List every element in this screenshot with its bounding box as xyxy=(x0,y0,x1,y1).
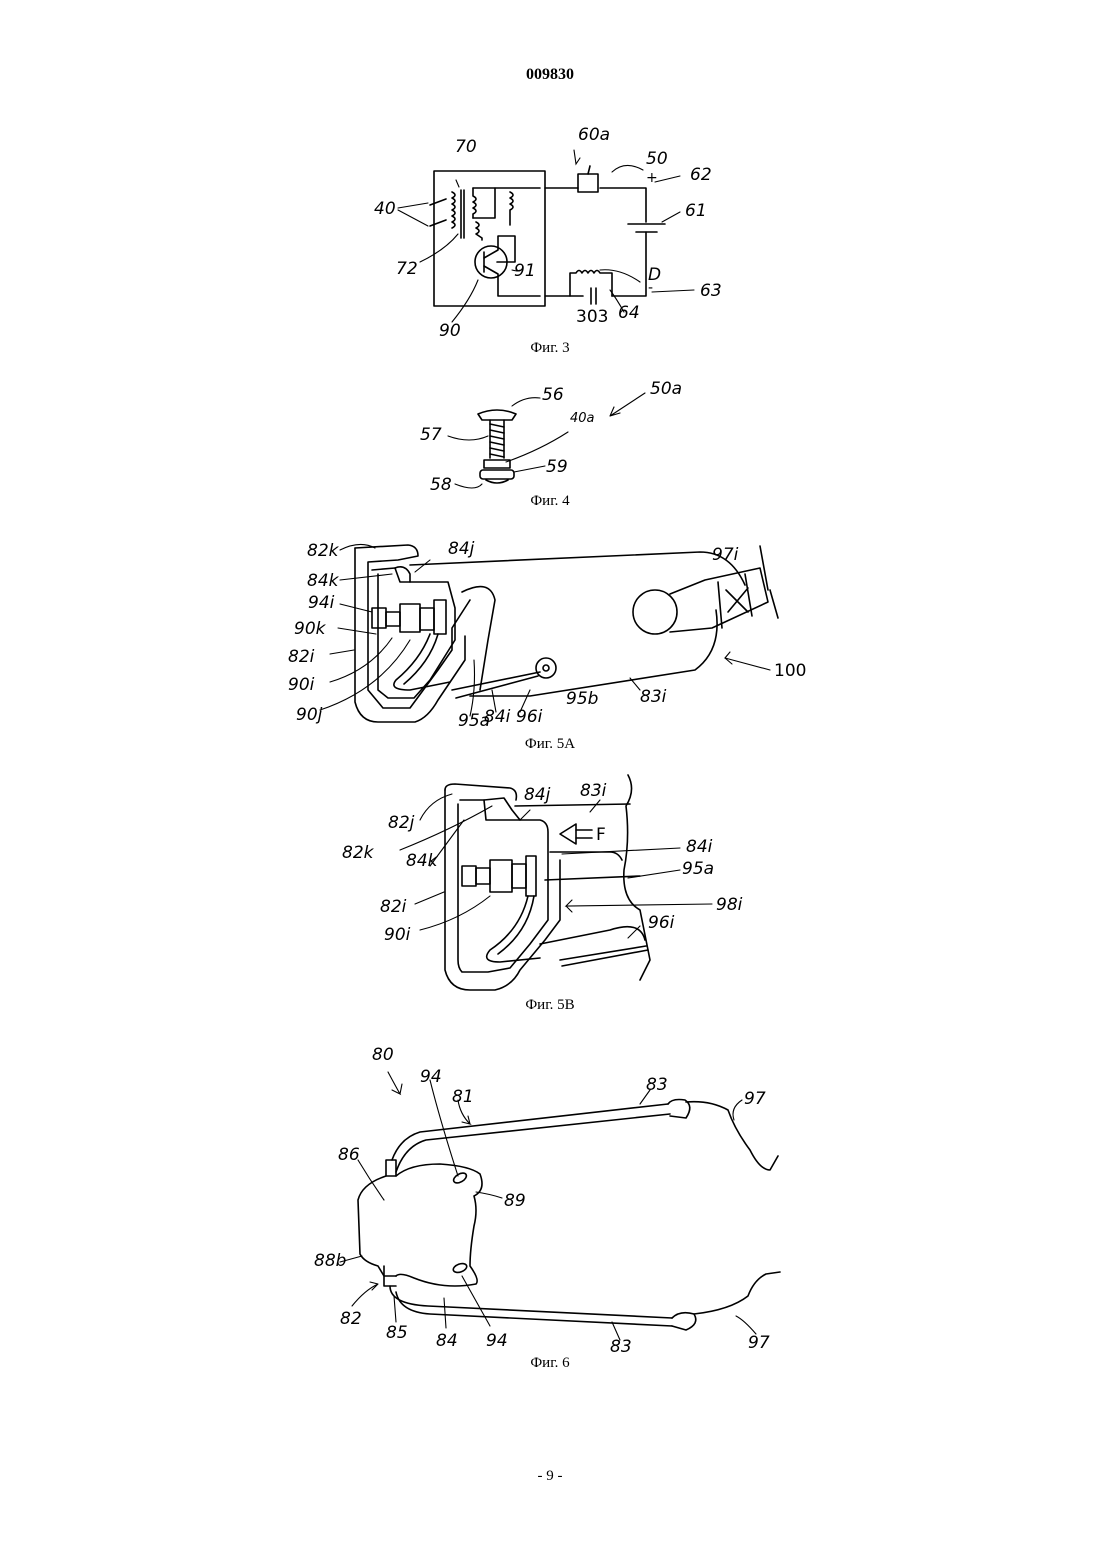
svg-text:97: 97 xyxy=(748,1333,770,1353)
figure-3-caption: Фиг. 3 xyxy=(0,340,1100,357)
svg-text:F: F xyxy=(596,825,606,845)
svg-text:97i: 97i xyxy=(712,545,739,565)
figure-5a-drawing: 82k 84j 84k 94i 90k 82i 90i 90j 95a 84i … xyxy=(0,530,1100,740)
svg-text:90: 90 xyxy=(439,321,461,341)
svg-text:56: 56 xyxy=(542,385,564,405)
svg-text:95a: 95a xyxy=(682,859,714,879)
figure-6-drawing: 80 94 81 83 97 86 89 88b 82 85 84 94 83 … xyxy=(0,1035,1100,1365)
figure-3-circuit-diagram: 70 40 72 90 91 60a 50 + 62 61 D - 63 64 … xyxy=(0,0,1100,345)
figure-5a-caption: Фиг. 5A xyxy=(0,736,1100,753)
svg-text:50a: 50a xyxy=(650,379,682,399)
svg-text:83: 83 xyxy=(646,1075,668,1095)
svg-text:82k: 82k xyxy=(307,541,340,561)
svg-text:303: 303 xyxy=(576,307,608,327)
svg-text:82i: 82i xyxy=(380,897,407,917)
svg-text:72: 72 xyxy=(396,259,418,279)
svg-text:89: 89 xyxy=(504,1191,526,1211)
svg-text:64: 64 xyxy=(618,303,640,323)
svg-text:57: 57 xyxy=(420,425,442,445)
svg-text:70: 70 xyxy=(455,137,477,157)
figure-5b-drawing: 82j 84j 83i F 82k 84k 84i 95a 82i 90i 98… xyxy=(0,770,1100,1000)
svg-text:90i: 90i xyxy=(384,925,411,945)
svg-text:94: 94 xyxy=(420,1067,442,1087)
svg-text:94: 94 xyxy=(486,1331,508,1351)
svg-text:94i: 94i xyxy=(308,593,335,613)
svg-text:88b: 88b xyxy=(314,1251,346,1271)
svg-text:40a: 40a xyxy=(570,411,595,426)
svg-text:82k: 82k xyxy=(342,843,375,863)
svg-text:40: 40 xyxy=(374,199,396,219)
svg-text:85: 85 xyxy=(386,1323,408,1343)
svg-text:90k: 90k xyxy=(294,619,327,639)
svg-text:96i: 96i xyxy=(516,707,543,727)
figure-5b-caption: Фиг. 5B xyxy=(0,997,1100,1014)
svg-text:84j: 84j xyxy=(448,539,475,559)
svg-text:83: 83 xyxy=(610,1337,632,1357)
svg-text:61: 61 xyxy=(685,201,707,221)
svg-text:82: 82 xyxy=(340,1309,362,1329)
svg-text:50: 50 xyxy=(646,149,668,169)
svg-text:90i: 90i xyxy=(288,675,315,695)
svg-text:81: 81 xyxy=(452,1087,474,1107)
figure-4-caption: Фиг. 4 xyxy=(0,493,1100,510)
svg-text:100: 100 xyxy=(774,661,806,681)
svg-text:84i: 84i xyxy=(686,837,713,857)
svg-text:63: 63 xyxy=(700,281,722,301)
svg-text:98i: 98i xyxy=(716,895,743,915)
svg-text:96i: 96i xyxy=(648,913,675,933)
page-number: - 9 - xyxy=(0,1468,1100,1485)
svg-text:62: 62 xyxy=(690,165,712,185)
svg-text:58: 58 xyxy=(430,475,452,495)
svg-text:60a: 60a xyxy=(578,125,610,145)
svg-text:95b: 95b xyxy=(566,689,598,709)
svg-text:82j: 82j xyxy=(388,813,415,833)
figure-6-caption: Фиг. 6 xyxy=(0,1355,1100,1372)
svg-text:82i: 82i xyxy=(288,647,315,667)
svg-text:+: + xyxy=(646,170,658,186)
figure-4-drawing: 56 50a 57 40a 59 58 xyxy=(0,378,1100,508)
svg-text:97: 97 xyxy=(744,1089,766,1109)
svg-text:59: 59 xyxy=(546,457,568,477)
svg-text:84: 84 xyxy=(436,1331,458,1351)
svg-text:80: 80 xyxy=(372,1045,394,1065)
svg-text:90j: 90j xyxy=(296,705,323,725)
svg-text:91: 91 xyxy=(514,261,536,281)
svg-text:-: - xyxy=(648,280,653,296)
svg-text:84j: 84j xyxy=(524,785,551,805)
svg-text:86: 86 xyxy=(338,1145,360,1165)
svg-text:84i: 84i xyxy=(484,707,511,727)
svg-text:84k: 84k xyxy=(406,851,439,871)
svg-text:83i: 83i xyxy=(640,687,667,707)
svg-text:83i: 83i xyxy=(580,781,607,801)
svg-text:84k: 84k xyxy=(307,571,340,591)
